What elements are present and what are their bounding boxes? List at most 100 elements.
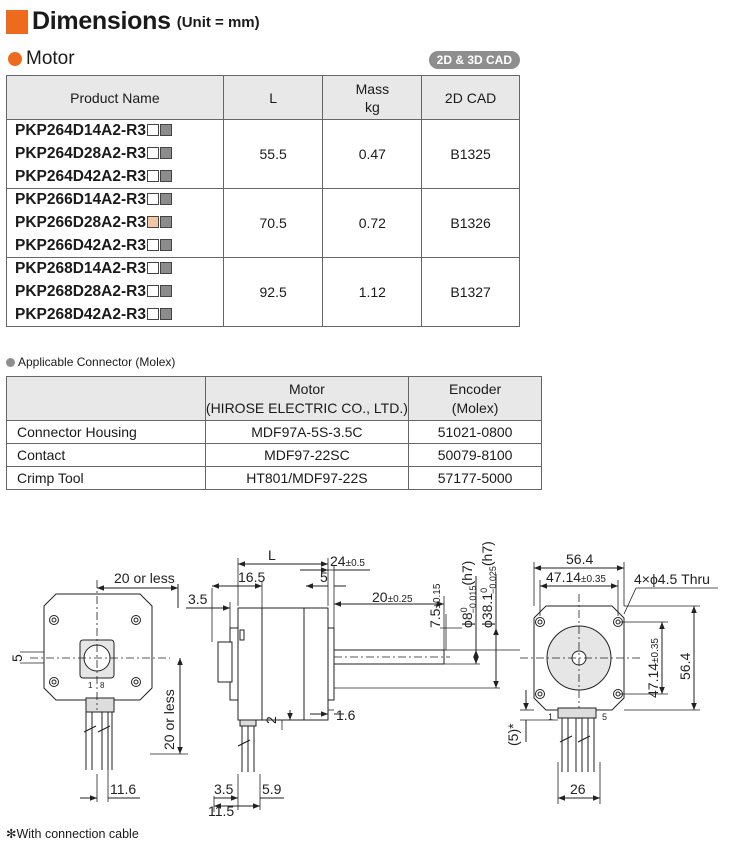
dim-24: 24±0.5 (330, 553, 365, 569)
footnote: ✻With connection cable (6, 827, 139, 841)
product-name: PKP268D42A2-R3 (6, 303, 224, 327)
color-box-white (146, 285, 159, 297)
table-row: PKP268D14A2-R3 92.5 1.12 B1327 (6, 257, 520, 327)
dim-11-5: 11.5 (208, 803, 234, 819)
cad-link[interactable]: B1326 (421, 188, 520, 258)
motor-section-header: Motor 2D & 3D CAD (6, 48, 520, 70)
color-box-gray (159, 285, 172, 297)
dimension-drawing: 20 or less 5 20 or less 11.6 1 8 (9, 541, 718, 819)
product-name: PKP264D42A2-R3 (6, 165, 224, 189)
dim-56-4-top: 56.4 (566, 551, 593, 567)
color-box-highlight (146, 216, 159, 228)
dim-20: 20±0.25 (372, 589, 413, 605)
th-l: L (222, 75, 324, 120)
pin-label-8: 8 (100, 681, 105, 690)
color-box-gray (159, 216, 172, 228)
front-view (520, 562, 718, 804)
dim-phi8: ϕ80−0.015(h7) (459, 561, 478, 628)
color-box-gray (159, 124, 172, 137)
color-box-white (146, 147, 159, 159)
color-box-gray (159, 147, 172, 159)
page-title: Dimensions (Unit = mm) (6, 4, 260, 34)
bullet-icon (6, 357, 15, 367)
cad-link[interactable]: B1327 (421, 257, 520, 327)
color-box-gray (159, 262, 172, 275)
connector-table: Motor(HIROSE ELECTRIC CO., LTD.) Encoder… (6, 376, 542, 490)
l-value: 55.5 (222, 119, 324, 189)
dim-L: L (268, 547, 276, 563)
color-box-white (146, 238, 159, 251)
rear-view (20, 580, 188, 802)
color-box-gray (159, 307, 172, 320)
dim-16-5: 16.5 (238, 569, 265, 585)
table-row: PKP264D42A2-R3 (6, 165, 520, 189)
dim-5-9: 5.9 (262, 781, 282, 797)
th-encoder: Encoder(Molex) (408, 376, 542, 421)
mass-value: 0.72 (322, 188, 423, 258)
dim-3-5-top: 3.5 (188, 591, 208, 607)
color-box-gray (159, 193, 172, 206)
dim-20-or-less-side: 20 or less (161, 689, 177, 750)
th-motor: Motor(HIROSE ELECTRIC CO., LTD.) (204, 376, 410, 421)
color-box-white (146, 193, 159, 206)
product-name: PKP266D42A2-R3 (6, 234, 224, 258)
product-name: PKP268D28A2-R3 (6, 280, 224, 304)
color-box-white (146, 262, 159, 275)
color-box-gray (159, 169, 172, 182)
product-name: PKP264D14A2-R3 (6, 119, 224, 143)
dim-11-6: 11.6 (110, 781, 136, 797)
dim-26: 26 (570, 781, 586, 797)
table-row: Connector Housing MDF97A-5S-3.5C 51021-0… (6, 420, 542, 444)
color-box-white (146, 124, 159, 137)
title-text: Dimensions (32, 7, 171, 35)
dim-7-5: 7.5±0.15 (427, 583, 443, 628)
th-blank (6, 376, 206, 421)
connector-label: Applicable Connector (Molex) (6, 355, 175, 369)
color-box-white (146, 169, 159, 182)
l-value: 92.5 (222, 257, 324, 327)
l-value: 70.5 (222, 188, 324, 258)
product-name: PKP268D14A2-R3 (6, 257, 224, 281)
mass-value: 1.12 (322, 257, 423, 327)
color-box-white (146, 307, 159, 320)
dim-20-or-less-top: 20 or less (114, 570, 175, 586)
pin-label-1-front: 1 (548, 712, 553, 722)
motor-section-title: Motor (26, 48, 75, 69)
table-row: PKP268D28A2-R3 (6, 280, 520, 304)
side-view (186, 558, 520, 812)
title-marker (6, 10, 28, 34)
dim-5-star: (5)* (505, 723, 521, 746)
cad-link[interactable]: B1325 (421, 119, 520, 189)
dim-47-14-side: 47.14±0.35 (645, 638, 661, 698)
color-box-gray (159, 238, 172, 251)
table-row: PKP266D28A2-R3 (6, 211, 520, 235)
table-row: PKP266D42A2-R3 (6, 234, 520, 258)
table-row: PKP268D42A2-R3 (6, 303, 520, 327)
dim-5-left: 5 (9, 654, 25, 662)
mass-value: 0.47 (322, 119, 423, 189)
dim-phi38: ϕ38.10−0.025(h7) (479, 541, 498, 628)
dim-5-side: 5 (320, 569, 328, 585)
product-name: PKP264D28A2-R3 (6, 142, 224, 166)
table-row: PKP264D28A2-R3 (6, 142, 520, 166)
dim-1-6: 1.6 (336, 707, 356, 723)
title-unit: (Unit = mm) (176, 14, 260, 31)
dim-56-4-side: 56.4 (677, 653, 693, 680)
table-row: Contact MDF97-22SC 50079-8100 (6, 443, 542, 467)
table-row: Crimp Tool HT801/MDF97-22S 57177-5000 (6, 466, 542, 490)
th-product: Product Name (6, 75, 224, 120)
cad-badge[interactable]: 2D & 3D CAD (428, 51, 520, 69)
table-row: PKP264D14A2-R3 55.5 0.47 B1325 (6, 119, 520, 189)
dim-2: 2 (263, 716, 279, 724)
dim-holes: 4×ϕ4.5 Thru (634, 571, 710, 587)
product-name: PKP266D14A2-R3 (6, 188, 224, 212)
asterisk-icon: ✻ (6, 827, 17, 841)
dim-3-5-bottom: 3.5 (214, 781, 234, 797)
dim-47-14-top: 47.14±0.35 (546, 569, 606, 585)
pin-label-5-front: 5 (602, 712, 607, 722)
section-bullet-icon (8, 52, 22, 66)
table-row: PKP266D14A2-R3 70.5 0.72 B1326 (6, 188, 520, 258)
product-name: PKP266D28A2-R3 (6, 211, 224, 235)
